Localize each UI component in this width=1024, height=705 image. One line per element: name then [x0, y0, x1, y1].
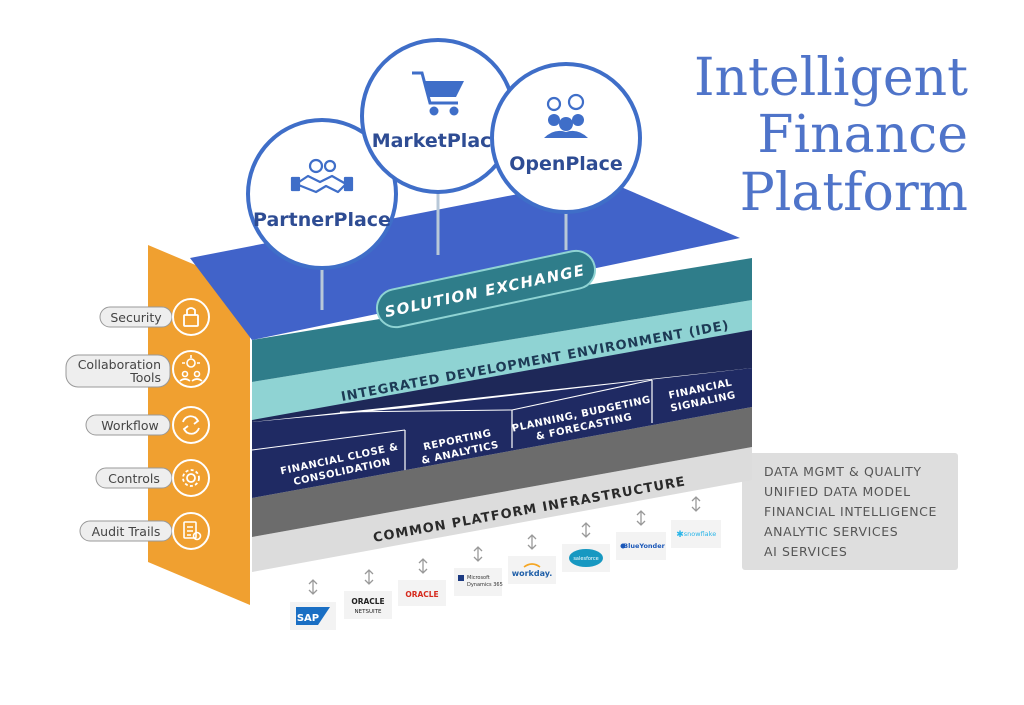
side-label-pill: [85, 414, 171, 436]
connector-arrow: [473, 546, 483, 562]
platform-stack: COMMON PLATFORM INFRASTRUCTURE FINANCIAL…: [190, 178, 752, 572]
partnerplace-ring: [246, 118, 398, 270]
infrastructure-top: [252, 407, 752, 537]
title-line-3: Platform: [740, 163, 968, 223]
gear-icon: [182, 469, 200, 487]
place-name: MarketPlace: [372, 130, 505, 152]
data-service-item: ANALYTIC SERVICES: [764, 524, 898, 539]
connector-label: snowflake: [684, 530, 716, 538]
title-line-2: Finance: [757, 105, 968, 165]
data-service-item: FINANCIAL INTELLIGENCE: [764, 504, 937, 519]
document-icon: [183, 521, 202, 541]
data-service-item: DATA MGMT & QUALITY: [764, 464, 922, 479]
connector-label: ORACLE: [405, 590, 438, 599]
shopping-cart-icon: [412, 71, 464, 116]
place-name: PartnerPlace: [253, 209, 391, 231]
lightbulb-people-icon: [179, 355, 203, 382]
openplace-circle: OpenPlace: [490, 62, 642, 214]
module-divider: [339, 409, 513, 413]
connector-workday: workday.: [508, 534, 556, 584]
people-gear-icon: [544, 93, 588, 138]
handshake-gear-icon: [290, 158, 354, 194]
connector-tile: [398, 580, 446, 606]
connector-tile: [344, 591, 392, 619]
side-label-text: Workflow: [101, 418, 158, 433]
side-label-text: Collaboration: [78, 357, 161, 372]
connector-arrow: [636, 510, 646, 526]
connector-arrow: [364, 569, 374, 585]
side-icon-circle: [172, 512, 210, 550]
connector-arrow: [418, 558, 428, 574]
partnerplace-circle: PartnerPlace: [246, 118, 398, 270]
governance-panel: [148, 245, 250, 605]
sap-logo-shape: [296, 607, 330, 625]
connector-tile: [671, 520, 721, 548]
blueyonder-dot-mark: [620, 543, 626, 549]
connector-label: Microsoft: [467, 575, 490, 581]
side-item-workflow: Workflow: [85, 406, 210, 444]
data-services-box: DATA MGMT & QUALITY UNIFIED DATA MODEL F…: [742, 453, 958, 570]
side-label-text: Tools: [129, 370, 161, 385]
solution-exchange-plane: [190, 178, 740, 340]
connector-label: workday.: [512, 569, 553, 578]
solution-exchange-pill: [376, 249, 596, 329]
platform-title: Intelligent Finance Platform: [694, 48, 968, 223]
side-icon-circle: [172, 406, 210, 444]
ide-front: [252, 300, 752, 420]
place-name: OpenPlace: [509, 153, 623, 175]
side-label-pill: [65, 354, 171, 388]
connector-oracle: ORACLE: [398, 558, 446, 606]
infrastructure-front: [252, 447, 752, 572]
side-icon-circle: [172, 459, 210, 497]
side-item-controls: Controls: [95, 459, 210, 497]
ide-top: [252, 258, 752, 382]
marketplace-circle: MarketPlace: [360, 38, 516, 194]
data-services-background: [742, 453, 958, 570]
data-service-item: UNIFIED DATA MODEL: [764, 484, 911, 499]
connector-arrow: [527, 534, 537, 550]
connector-label: BlueYonder: [623, 542, 665, 550]
side-icon-circle: [172, 350, 210, 388]
side-item-audit-trails: Audit Trails: [79, 512, 210, 550]
side-icon-circle: [172, 298, 210, 336]
connector-arrow: [691, 496, 701, 512]
connector-sap: SAP: [290, 579, 336, 630]
salesforce-cloud-shape: [569, 549, 603, 567]
side-label-text: Audit Trails: [92, 524, 161, 539]
connector-microsoft-dynamics: Microsoft Dynamics 365: [454, 546, 503, 596]
snowflake-glyph-icon: ✱: [676, 530, 684, 540]
connector-snowflake: ✱ snowflake: [671, 496, 721, 548]
title-line-1: Intelligent: [694, 48, 968, 108]
marketplace-ring: [360, 38, 516, 194]
modules-layer-body: [252, 368, 752, 498]
side-label-text: Controls: [108, 471, 160, 486]
connector-label: SAP: [297, 613, 319, 624]
connector-label: NETSUITE: [355, 609, 382, 615]
side-item-security: Security: [99, 298, 210, 336]
connector-label: salesforce: [573, 556, 598, 562]
microsoft-logo-mark: [458, 575, 464, 581]
connector-label: ORACLE: [351, 597, 384, 606]
connector-salesforce: salesforce: [562, 522, 610, 572]
connector-oracle-netsuite: ORACLE NETSUITE: [344, 569, 392, 619]
connector-arrow: [581, 522, 591, 538]
connector-tile: [454, 568, 502, 596]
connector-tile: [508, 556, 556, 584]
orange-side-panel: [148, 245, 250, 605]
workday-arc-mark: [523, 563, 541, 568]
data-service-item: AI SERVICES: [764, 544, 847, 559]
cycle-arrows-icon: [182, 415, 200, 435]
lock-icon: [183, 307, 199, 327]
connector-blueyonder: BlueYonder: [616, 510, 666, 560]
connector-label: Dynamics 365: [467, 582, 503, 588]
side-item-collaboration: Collaboration Tools: [65, 350, 210, 388]
connector-arrow: [308, 579, 318, 595]
module-divider: [251, 429, 406, 451]
side-label-text: Security: [110, 310, 162, 325]
module-divider: [511, 379, 653, 411]
